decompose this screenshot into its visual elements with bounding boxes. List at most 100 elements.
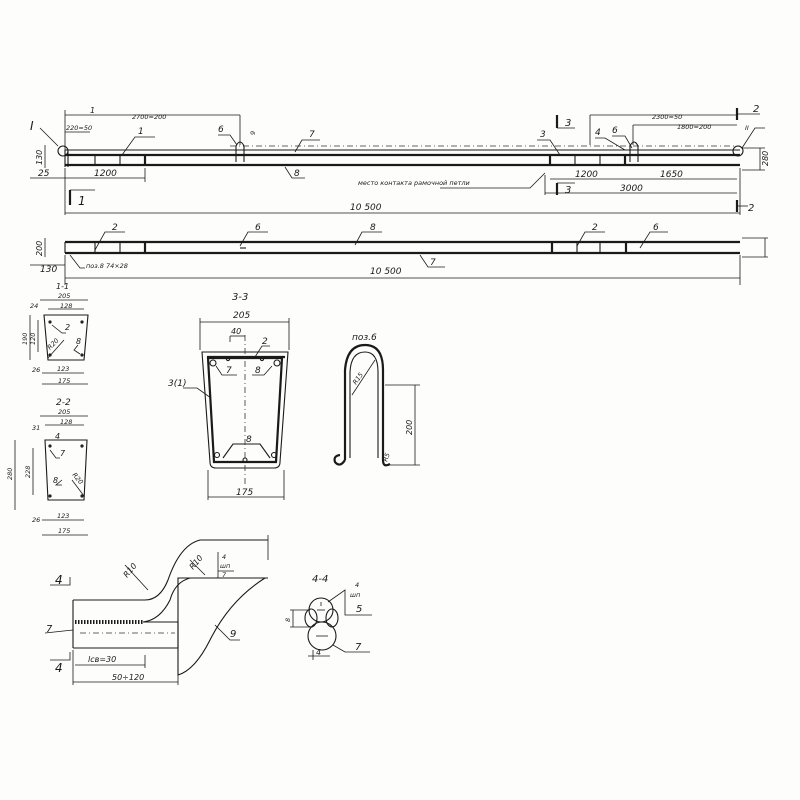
s33-bottom: 175 [236,488,253,498]
s11-bottom: 175 [58,377,70,385]
callout-1: 1 [138,127,144,137]
detail-weld-num: 4 [222,553,226,561]
detail-callout-7: 7 [46,624,53,635]
node-II-label: II [745,124,749,132]
callout-6-right: 6 [612,126,618,136]
dim-3000: 3000 [620,184,643,194]
section-3-mark-top: 3 [565,118,571,129]
s22-title: 2-2 [56,398,71,408]
s11-inner: 128 [60,302,72,310]
s22-edge: 31 [32,424,40,432]
s11-top: 205 [58,292,70,300]
pos6-height: 200 [405,420,414,435]
s33-callout-8-bottom: 8 [246,435,252,445]
pos6-radius-top: R15 [351,371,365,386]
dim-1200-left: 1200 [94,169,117,179]
callout-8: 8 [294,169,300,179]
dim-1650: 1650 [660,170,683,180]
detail-radius-2: R10 [188,553,205,571]
s11-inner-h: 120 [29,333,37,345]
detail-callout-9: 9 [230,629,236,640]
s11-radius: R20 [46,337,61,352]
s22-radius: R20 [70,471,84,486]
s22-callout-8: 8 [53,476,58,485]
s33-callout-7: 7 [226,366,232,376]
section-3-mark-bottom: 3 [565,185,571,196]
pos6-title: поз.6 [352,333,377,343]
dim-130-height: 130 [35,150,44,165]
callout-6-left: 6 [218,125,224,135]
section-1-mark: 1 [78,194,86,208]
pos6-radius-hook: R5 [381,452,391,463]
s44-weld-num: 4 [355,581,359,589]
section-4-mark-bottom: 4 [55,661,63,675]
total-length-elevation: 10 500 [350,203,382,213]
plan-bar-note: поз.8 74×28 [86,262,128,270]
section-4-mark-top: 4 [55,573,63,587]
dim-1800: 1800=200 [677,123,711,131]
s22-inner-h: 228 [24,466,32,478]
s22-height: 280 [6,468,14,480]
node-I-label: I [30,119,34,133]
dim-2300: 2300=50 [652,113,682,121]
detail-weld-side: 7 [222,571,227,579]
s22-callout-4: 4 [55,432,60,441]
section-4-4: 4-4 4 шп 5 7 8 4 [284,574,372,660]
s22-bottom-edge: 26 [32,516,40,524]
dim-280: 280 [761,151,770,166]
section-2-mark-top: 2 [753,104,759,115]
s33-offset: 40 [231,327,241,336]
s22-inner: 128 [60,418,72,426]
s44-dim-8: 8 [284,618,292,622]
plan-callout-8: 8 [370,223,376,233]
dim-220: 220=50 [66,124,92,132]
s44-callout-5: 5 [356,604,362,615]
callout-3: 3 [540,130,546,140]
s22-top: 205 [58,408,70,416]
callout-9: 9 [249,131,257,135]
section-3-3: 3-3 205 40 2 7 8 3(1) 8 175 [168,292,290,500]
plan-callout-2-left: 2 [112,223,118,233]
beam-plan: 2 6 8 2 6 7 200 130 поз.8 74×28 10 500 [30,223,768,285]
dim-25: 25 [38,169,50,179]
plan-callout-2-right: 2 [592,223,598,233]
dim-2700: 2700=200 [132,113,166,121]
section-1-1: 1-1 205 128 24 190 120 2 8 R20 26 123 17… [21,282,89,385]
callout-4: 4 [595,128,601,138]
s33-callout-3: 3(1) [168,379,186,389]
plan-callout-6-right: 6 [653,223,659,233]
dim-1200-right: 1200 [575,170,598,180]
s22-callout-7: 7 [60,449,66,458]
detail-dim-total: 50÷120 [112,673,144,682]
weld-detail: 4 4 R10 R10 4 шп 7 7 9 lсв=30 50÷120 [44,535,269,685]
callout-7: 7 [309,130,315,140]
plan-dim-130: 130 [40,265,57,275]
s33-callout-2: 2 [262,337,268,347]
s22-bottom: 175 [58,527,70,535]
s11-callout-2: 2 [65,323,70,332]
section-2-mark-bottom: 2 [748,203,754,214]
s11-edge: 24 [30,302,38,310]
plan-callout-6: 6 [255,223,261,233]
section-2-2: 2-2 205 128 31 280 228 4 7 8 R20 26 123 … [6,398,88,536]
s11-title: 1-1 [56,282,69,291]
s33-title: 3-3 [232,292,248,303]
s11-callout-8: 8 [76,337,81,346]
s44-title: 4-4 [312,574,328,585]
s44-dim-4: 4 [316,648,321,657]
detail-weld-sym: шп [220,562,230,570]
plan-dim-200: 200 [35,241,44,256]
installation-note: место контакта рамочной петли [358,179,470,187]
total-length-plan: 10 500 [370,267,402,277]
plan-callout-7: 7 [430,258,436,268]
position-6-loop: поз.6 200 R15 R5 [333,333,420,467]
s11-height: 190 [21,333,29,345]
s11-bottom-edge: 26 [32,366,40,374]
s44-weld-sym: шп [350,591,360,599]
s44-callout-7: 7 [355,642,362,653]
s33-callout-8-top: 8 [255,366,261,376]
mark-1: 1 [90,106,95,115]
s33-top: 205 [233,311,250,321]
